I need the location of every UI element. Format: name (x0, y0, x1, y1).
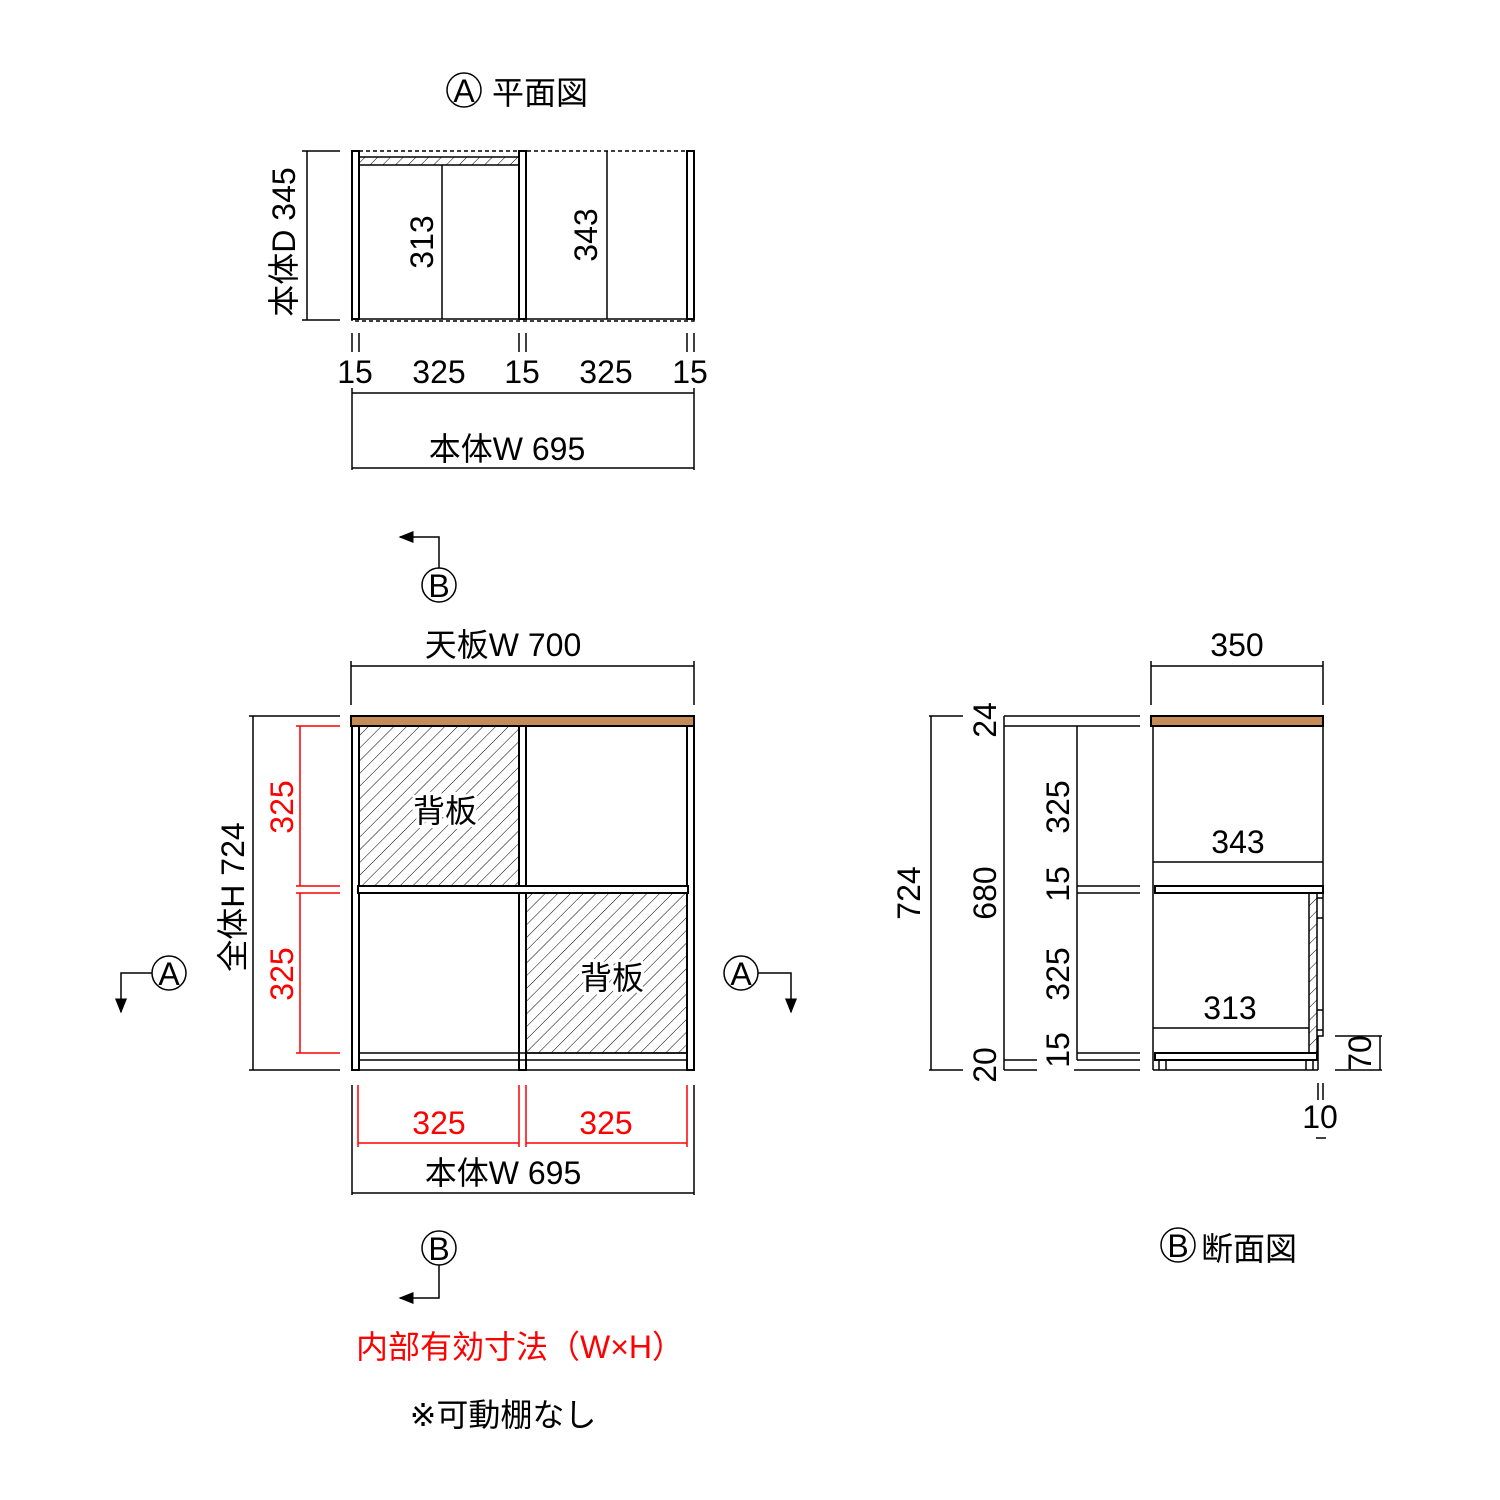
body-height: 680 (967, 866, 1003, 919)
depth-label: 本体D 345 (266, 167, 302, 316)
plan-view: A 平面図 313 343 本体D 345 15 325 15 325 15 (266, 72, 708, 470)
section-upper-depth: 343 (1211, 824, 1264, 860)
top-width-label: 天板W 700 (425, 627, 582, 663)
section-shelf (1154, 885, 1324, 894)
height-label: 全体H 724 (215, 822, 251, 971)
section-marker-circle (446, 72, 482, 108)
section-marker-a-right: A (723, 955, 797, 1014)
back-panel-label: 背板 (580, 960, 644, 996)
shelf-note: ※可動棚なし (410, 1397, 597, 1433)
dim-313: 313 (404, 215, 440, 268)
section-marker-a-left: A (115, 955, 187, 1014)
svg-text:B: B (428, 568, 449, 604)
front-elevation: B B A A 天板W 700 背板 (115, 531, 797, 1433)
total-height: 724 (891, 866, 927, 919)
dim-seg-4: 325 (579, 354, 632, 390)
section-marker-b-bottom: B (398, 1230, 457, 1304)
top-board (350, 715, 695, 727)
dim-343: 343 (568, 208, 604, 261)
back-panel-lower-right (525, 892, 688, 1054)
right-side-panel (686, 725, 695, 1071)
dim-seg-2: 325 (412, 354, 465, 390)
inner-height-upper: 325 (264, 780, 300, 833)
inner-width-left: 325 (412, 1105, 465, 1141)
plan-left-side-panel (351, 150, 360, 320)
middle-shelf (357, 885, 689, 894)
vseg-3: 325 (1040, 947, 1076, 1000)
left-side-panel (351, 725, 360, 1071)
center-panel (518, 725, 527, 1071)
back-panel-label: 背板 (413, 793, 477, 829)
section-title: B 断面図 (1160, 1227, 1297, 1267)
plan-right-side-panel (686, 150, 695, 320)
section-view: 350 343 313 70 10 (891, 627, 1382, 1267)
section-back-panel (1308, 892, 1318, 1059)
section-depth: 350 (1210, 627, 1263, 663)
plan-marker: A (453, 73, 475, 109)
plan-title-text: 平面図 (492, 75, 588, 111)
plinth-setback: 10 (1302, 1099, 1338, 1135)
svg-text:A: A (158, 956, 180, 992)
inner-height-lower: 325 (264, 947, 300, 1000)
vseg-2: 15 (1040, 866, 1076, 902)
svg-text:B: B (428, 1231, 449, 1267)
dim-seg-5: 15 (672, 354, 708, 390)
section-marker-b-top: B (398, 531, 457, 604)
front-width-label: 本体W 695 (425, 1155, 582, 1191)
vseg-4: 15 (1040, 1032, 1076, 1068)
section-lower-depth: 313 (1203, 990, 1256, 1026)
plan-title: A 平面図 (446, 72, 588, 111)
svg-text:B: B (1167, 1228, 1188, 1264)
dim-seg-1: 15 (337, 354, 373, 390)
section-title-text: 断面図 (1201, 1231, 1297, 1267)
dim-seg-3: 15 (504, 354, 540, 390)
plan-back-panel (358, 156, 520, 166)
svg-text:A: A (730, 956, 752, 992)
inner-size-legend: 内部有効寸法（W×H） (356, 1329, 684, 1365)
vseg-1: 325 (1040, 780, 1076, 833)
plinth-height: 70 (1342, 1035, 1378, 1071)
plan-center-panel (518, 150, 527, 320)
section-top-board (1150, 715, 1324, 727)
inner-width-right: 325 (579, 1105, 632, 1141)
section-bottom-board (1154, 1052, 1318, 1061)
top-thickness: 24 (967, 702, 1003, 738)
plan-width-label: 本体W 695 (429, 431, 586, 467)
base-height: 20 (967, 1047, 1003, 1083)
